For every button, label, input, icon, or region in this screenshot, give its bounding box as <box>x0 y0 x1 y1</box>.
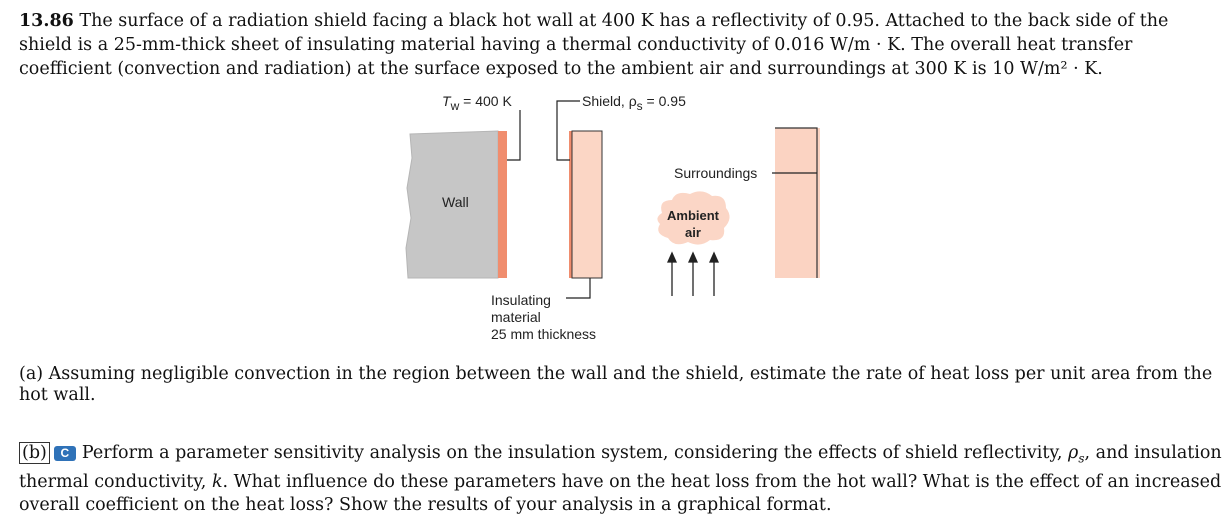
ambient-air-line1: Ambient <box>667 208 719 223</box>
insulation-thickness: 25 mm thickness <box>491 326 597 342</box>
tw-value: = 400 K <box>459 93 512 109</box>
part-b-text-1: Perform a parameter sensitivity analysis… <box>81 443 1069 463</box>
shield-label-text: Shield, ρ <box>582 93 637 109</box>
rho-symbol: ρ <box>1068 443 1079 463</box>
tw-leader-line <box>507 110 521 161</box>
problem-number: 13.86 <box>19 11 74 31</box>
part-b-text-3: . What influence do these parameters hav… <box>19 471 1222 515</box>
ambient-air-label: Ambient air <box>663 207 723 241</box>
k-symbol: k <box>211 471 223 492</box>
surroundings-outline <box>775 127 818 278</box>
rho-subscript: s <box>1078 451 1085 466</box>
shield-value: = 0.95 <box>642 93 686 109</box>
part-b-label: (b) <box>19 442 50 464</box>
surroundings-wall <box>775 128 820 278</box>
wall-label: Wall <box>442 194 469 210</box>
air-flow-arrows <box>666 251 720 296</box>
shield-leader-line <box>556 100 580 161</box>
surroundings-label: Surroundings <box>674 165 758 181</box>
ambient-air-line2: air <box>685 225 701 240</box>
part-a: (a) Assuming negligible convection in th… <box>19 364 1213 405</box>
figure-drawing <box>405 100 820 299</box>
problem-statement: 13.86 The surface of a radiation shield … <box>19 9 1219 81</box>
ambient-cloud <box>657 191 730 245</box>
shield-subscript: s <box>636 98 643 113</box>
hot-wall-surface <box>498 131 507 278</box>
shield-label: Shield, ρs = 0.95 <box>582 93 686 113</box>
tw-subscript: w <box>450 98 460 113</box>
insulation-leader-line <box>566 278 591 299</box>
insulation-sheet <box>571 130 603 279</box>
shield-strip <box>569 131 572 278</box>
computer-problem-badge: C <box>53 446 76 461</box>
tw-label: Tw = 400 K <box>442 93 512 113</box>
problem-text: The surface of a radiation shield facing… <box>19 11 1169 79</box>
insulating-line2: material <box>491 309 541 325</box>
part-b: (b)C Perform a parameter sensitivity anal… <box>19 442 1224 517</box>
insulating-line1: Insulating <box>491 292 551 308</box>
insulating-material-label: Insulating material 25 mm thickness <box>491 292 596 343</box>
figure: Tw = 400 K Shield, ρs = 0.95 Surrounding… <box>380 88 840 350</box>
tw-symbol: T <box>442 93 451 109</box>
part-b-text-2: , and insulation thermal conductivity, <box>19 443 1222 492</box>
